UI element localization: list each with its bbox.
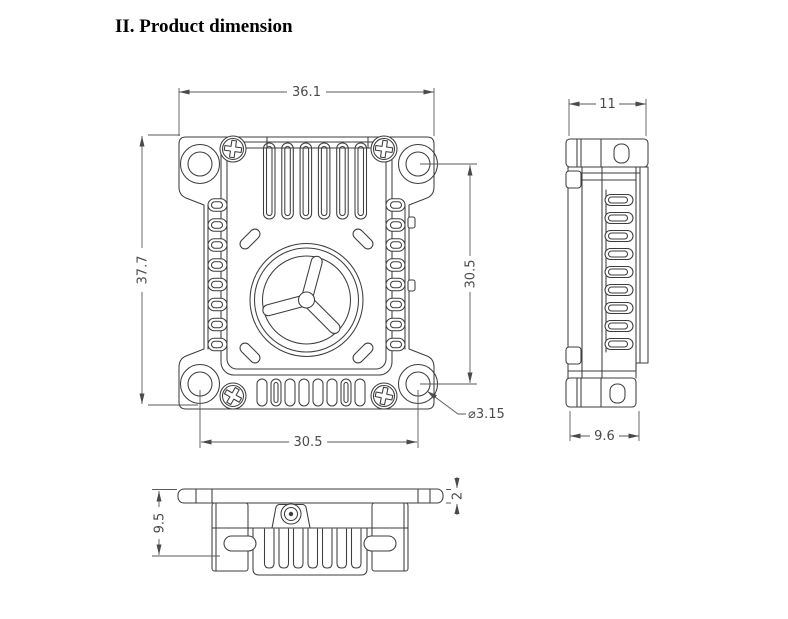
dimension-label: 2: [451, 492, 466, 500]
face-panel-inner: [226, 147, 387, 370]
side-clip: [407, 279, 416, 292]
dimension-label: 30.5: [294, 435, 323, 450]
heatsink-fins-right: [385, 198, 406, 352]
phillips-screw: [219, 382, 247, 410]
dimension-label: ⌀3.15: [468, 407, 505, 422]
dimension-label: 11: [599, 97, 616, 112]
side-step: [565, 170, 582, 189]
side-heatsink-fins: [604, 193, 634, 351]
dimension-front-width: 36.1: [178, 85, 435, 136]
fan-rotor: [261, 255, 352, 345]
side-clip: [407, 216, 416, 229]
vent-slots: [262, 142, 368, 220]
side-bottom-tab: [565, 377, 637, 408]
dimension-label: 30.5: [464, 260, 479, 289]
block-notch: [363, 535, 397, 552]
corner-slots: [239, 228, 374, 364]
dimension-label: 36.1: [292, 85, 321, 100]
center-foot: [252, 527, 368, 576]
phillips-screw: [219, 135, 247, 163]
dimension-bottom-height: 9.5: [152, 489, 220, 557]
dimension-side-depth: 11: [568, 97, 647, 136]
dimension-front-hole-pitch-vertical: 30.5: [420, 163, 479, 385]
mounting-plate-outline: [178, 136, 435, 410]
dimension-label: 37.7: [136, 256, 151, 285]
dimension-front-hole-pitch-horizontal: 30.5: [199, 390, 419, 450]
bottom-slots: [256, 378, 366, 407]
phillips-screw: [370, 135, 398, 163]
side-view: [565, 138, 649, 408]
dimension-hole-diameter: ⌀3.15: [426, 390, 505, 422]
heatsink-fins-left: [207, 198, 228, 352]
bottom-view: [177, 488, 444, 576]
side-step: [565, 346, 582, 365]
side-top-tab: [565, 138, 649, 168]
dimension-label: 9.5: [153, 513, 168, 534]
side-face-plate: [639, 166, 649, 364]
dimension-front-height: 37.7: [135, 134, 198, 406]
page-title: II. Product dimension: [115, 16, 293, 37]
fan-hub: [297, 291, 316, 309]
front-view: [178, 135, 439, 410]
dimension-side-body-depth: 9.6: [569, 411, 640, 444]
dimension-plate-thickness: 2: [446, 477, 466, 515]
antenna-connector: [271, 503, 311, 529]
side-body-column: [581, 166, 603, 382]
cooling-fan: [249, 242, 364, 358]
base-plate: [177, 488, 444, 504]
phillips-screw: [370, 382, 398, 410]
bottom-fin-comb: [263, 528, 362, 569]
dimension-label: 9.6: [594, 429, 615, 444]
block-notch: [223, 535, 257, 552]
mounting-holes: [187, 151, 431, 397]
